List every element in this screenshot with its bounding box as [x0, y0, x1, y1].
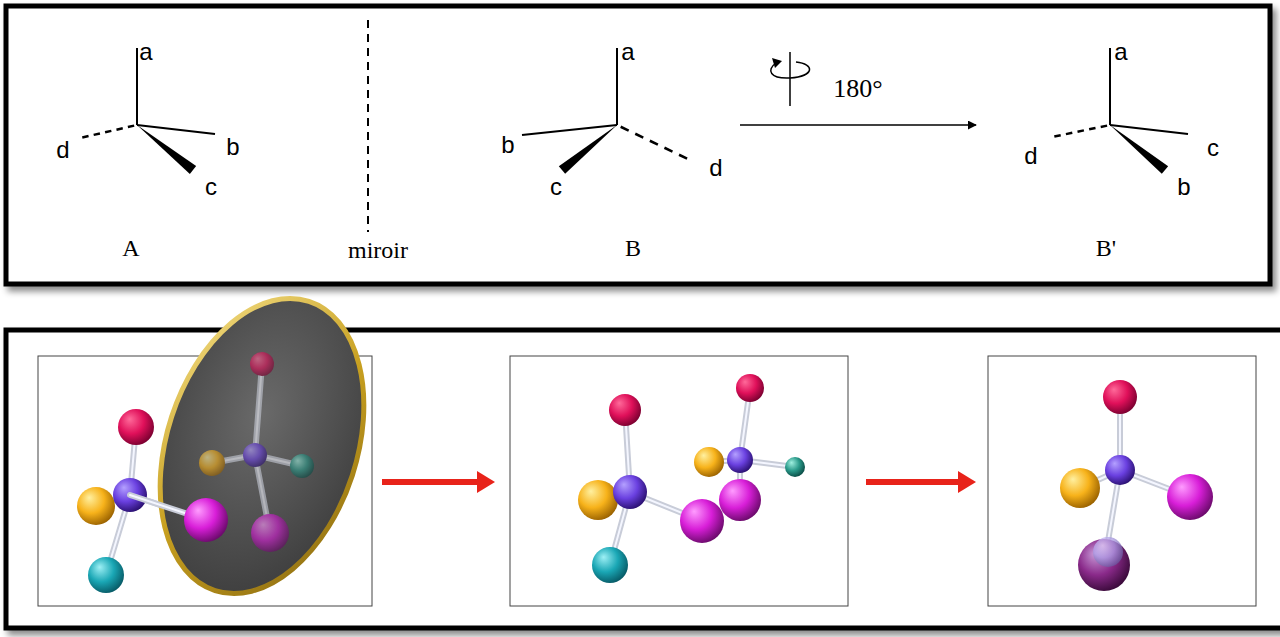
atom-ball — [184, 498, 228, 542]
red-arrow-head — [958, 471, 976, 493]
atom-ball — [613, 475, 647, 509]
mirror-label: miroir — [348, 238, 408, 262]
atom-ball — [118, 409, 154, 445]
red-arrow-shaft — [382, 479, 481, 485]
hashed-bond — [1066, 133, 1072, 134]
atom-ball — [251, 514, 289, 552]
hashed-bond — [1089, 128, 1095, 129]
mirror-line — [367, 20, 369, 232]
plain-bond — [137, 125, 215, 134]
atom-ball — [243, 443, 267, 467]
atom-ball — [578, 480, 618, 520]
substituent-letter: b — [501, 133, 514, 157]
substituent-letter: d — [709, 156, 722, 180]
substituent-letter: c — [1207, 136, 1219, 160]
substituent-letter: d — [1024, 144, 1037, 168]
rotation-angle: 180° — [833, 76, 882, 102]
atom-ball — [184, 498, 228, 542]
atom-ball — [290, 454, 314, 478]
top-panel — [6, 6, 1270, 284]
rotation-arrowhead — [772, 58, 782, 68]
hashed-bond — [128, 126, 134, 127]
substituent-letter: a — [1114, 40, 1127, 64]
stereo-formulas — [82, 20, 1188, 232]
atom-ball — [1167, 474, 1213, 520]
red-arrow-head — [477, 471, 495, 493]
molecule-model — [694, 374, 805, 521]
plain-bond — [136, 48, 138, 125]
hashed-bond — [105, 131, 111, 132]
hashed-bond — [621, 127, 629, 131]
atom-ball — [250, 352, 274, 376]
wedge-bond — [1110, 125, 1168, 174]
atom-ball — [592, 547, 628, 583]
substituent-letter: a — [139, 40, 152, 64]
molecule-label: B' — [1096, 236, 1116, 260]
hashed-bond — [94, 133, 100, 134]
atom-ball — [609, 394, 641, 426]
molecule-label: A — [122, 236, 139, 260]
plain-bond — [616, 48, 618, 125]
atom-ball — [785, 457, 805, 477]
plain-bond — [1110, 125, 1188, 134]
image-frame — [988, 356, 1256, 606]
hashed-bond — [82, 136, 88, 137]
atom-ball — [719, 479, 761, 521]
atom-ball — [88, 557, 124, 593]
atom-ball — [1060, 468, 1100, 508]
atom-ball — [77, 487, 115, 525]
plain-bond — [1109, 48, 1111, 125]
atom-ball — [1103, 380, 1137, 414]
hashed-bond — [664, 148, 672, 152]
molecule-model — [1060, 380, 1213, 591]
hashed-bond — [1101, 126, 1107, 127]
atom-ball — [1105, 455, 1135, 485]
mirror — [125, 272, 400, 620]
substituent-letter: d — [56, 138, 69, 162]
ball-and-stick-models — [77, 272, 1213, 620]
molecule-model — [578, 394, 724, 583]
rotation-axis — [789, 52, 791, 106]
atom-ball — [727, 447, 753, 473]
atom-ball — [680, 499, 724, 543]
atom-ball — [694, 447, 724, 477]
hashed-bond — [116, 128, 122, 129]
wedge-bond — [137, 125, 196, 174]
red-arrow-shaft — [866, 479, 962, 485]
substituent-letter: c — [205, 175, 217, 199]
molecule-label: B — [625, 236, 641, 260]
substituent-letter: a — [621, 40, 634, 64]
hashed-bond — [679, 155, 687, 159]
hashed-bond — [1078, 130, 1084, 131]
wedge-bond — [559, 125, 617, 174]
molecule-model — [130, 495, 228, 542]
substituent-letter: b — [226, 135, 239, 159]
substituent-letter: c — [550, 175, 562, 199]
atom-ball — [199, 450, 225, 476]
plain-bond — [522, 125, 617, 135]
transform-arrow — [740, 124, 976, 126]
bond-highlight — [255, 364, 262, 455]
hashed-bond — [1054, 135, 1060, 136]
atom-ball — [736, 374, 764, 402]
bond-stick — [255, 364, 262, 455]
hashed-bond — [635, 134, 643, 138]
hashed-bond — [650, 141, 658, 145]
image-frame — [510, 356, 848, 606]
substituent-letter: b — [1177, 175, 1190, 199]
overlap-ball — [1093, 537, 1123, 567]
